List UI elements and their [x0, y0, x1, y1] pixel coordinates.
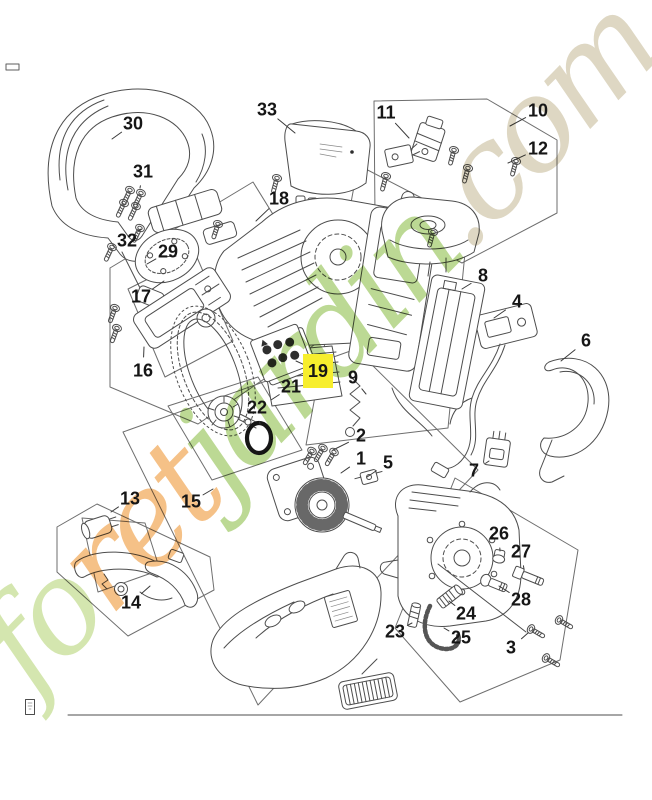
engine-crankcase: [379, 482, 522, 627]
leader-line-18: [255, 208, 270, 222]
leader-line-30: [111, 131, 123, 140]
part-callout-16[interactable]: 16: [132, 360, 154, 381]
part-callout-13[interactable]: 13: [119, 488, 141, 509]
part-callout-8[interactable]: 8: [477, 265, 489, 286]
part-callout-2[interactable]: 2: [355, 425, 367, 446]
leader-line-1: [340, 466, 351, 474]
part-callout-17[interactable]: 17: [130, 286, 152, 307]
green-mark: [5, 63, 20, 71]
part-callout-22[interactable]: 22: [246, 397, 268, 418]
leader-line-10: [509, 117, 527, 127]
part-callout-32[interactable]: 32: [116, 230, 138, 251]
part-callout-10[interactable]: 10: [527, 100, 549, 121]
leader-lines: [110, 117, 576, 640]
leader-line-25: [443, 627, 450, 632]
part-callout-9[interactable]: 9: [347, 367, 359, 388]
part-callout-26[interactable]: 26: [488, 523, 510, 544]
part-23-connector: [407, 602, 422, 628]
leader-line-21: [270, 394, 280, 401]
part-callout-4[interactable]: 4: [511, 291, 523, 312]
leader-line-17: [151, 280, 165, 290]
part-callout-25[interactable]: 25: [450, 627, 472, 648]
leader-line-11: [394, 122, 410, 139]
part-7-switch: [483, 430, 511, 468]
part-6-handle-molding: [539, 357, 610, 483]
screws-3: [437, 563, 576, 671]
part-callout-11[interactable]: 11: [376, 102, 396, 123]
part-28-bolt: [480, 573, 508, 593]
part-callout-18[interactable]: 18: [268, 188, 290, 209]
rear-handle-housing: [210, 551, 382, 689]
leader-line-6: [560, 349, 576, 362]
part-callout-19[interactable]: 19: [303, 354, 333, 388]
top-housing-cover: [381, 196, 480, 277]
leader-line-12: [507, 154, 526, 164]
part-17-plate: [104, 267, 231, 349]
part-callout-21[interactable]: 21: [280, 376, 302, 397]
leader-line-15: [202, 488, 214, 496]
leader-line-33: [277, 118, 296, 134]
leader-line-27: [522, 565, 525, 570]
air-filter: [338, 658, 398, 710]
part-callout-30[interactable]: 30: [122, 113, 144, 134]
leader-line-29: [146, 258, 157, 265]
part-callout-14[interactable]: 14: [120, 592, 142, 613]
part-callout-5[interactable]: 5: [382, 452, 394, 473]
part-callout-12[interactable]: 12: [527, 138, 549, 159]
leader-line-13: [110, 506, 119, 513]
leader-line-24: [448, 600, 456, 606]
part-callout-15[interactable]: 15: [180, 491, 202, 512]
leader-line-23: [406, 622, 413, 626]
part-24-tensioner: [436, 584, 463, 609]
part-callout-27[interactable]: 27: [510, 541, 532, 562]
part-callout-29[interactable]: 29: [157, 241, 179, 262]
leader-line-7: [485, 460, 490, 464]
leader-line-5: [366, 470, 377, 478]
part-callout-3[interactable]: 3: [505, 637, 517, 658]
part-27-bolt: [512, 565, 545, 586]
leader-line-28: [498, 585, 510, 593]
part-callout-1[interactable]: 1: [355, 448, 367, 469]
leader-line-4: [493, 309, 507, 319]
part-callout-31[interactable]: 31: [132, 161, 154, 182]
part-callout-28[interactable]: 28: [510, 589, 532, 610]
part-11-bracket: [384, 143, 421, 168]
leader-line-14: [140, 585, 151, 595]
leader-line-32: [137, 228, 142, 233]
stamp-mark: [25, 699, 35, 715]
part-callout-6[interactable]: 6: [580, 330, 592, 351]
leader-line-9: [361, 388, 367, 395]
part-22-o-ring: [244, 420, 274, 456]
part-callout-24[interactable]: 24: [455, 603, 477, 624]
part-8-frame: [408, 274, 486, 410]
part-19-symbol-label: [250, 323, 318, 386]
part-callout-23[interactable]: 23: [384, 621, 406, 642]
part-1-motor: [266, 456, 383, 533]
part-4-module: [430, 303, 538, 479]
part-callout-33[interactable]: 33: [256, 99, 278, 120]
part-30-front-handle: [47, 88, 215, 309]
leader-line-2: [332, 441, 349, 451]
part-25-hose: [422, 603, 462, 652]
part-18-cover-plate: [134, 228, 200, 284]
leader-line-8: [461, 282, 472, 290]
part-13-14-brake-parts: [74, 515, 199, 608]
part-21-clutch: [207, 395, 259, 429]
group-box-21-22: [167, 376, 303, 481]
part-callout-7[interactable]: 7: [468, 460, 480, 481]
group-box-13-14: [56, 503, 215, 637]
leader-line-3: [520, 632, 529, 640]
